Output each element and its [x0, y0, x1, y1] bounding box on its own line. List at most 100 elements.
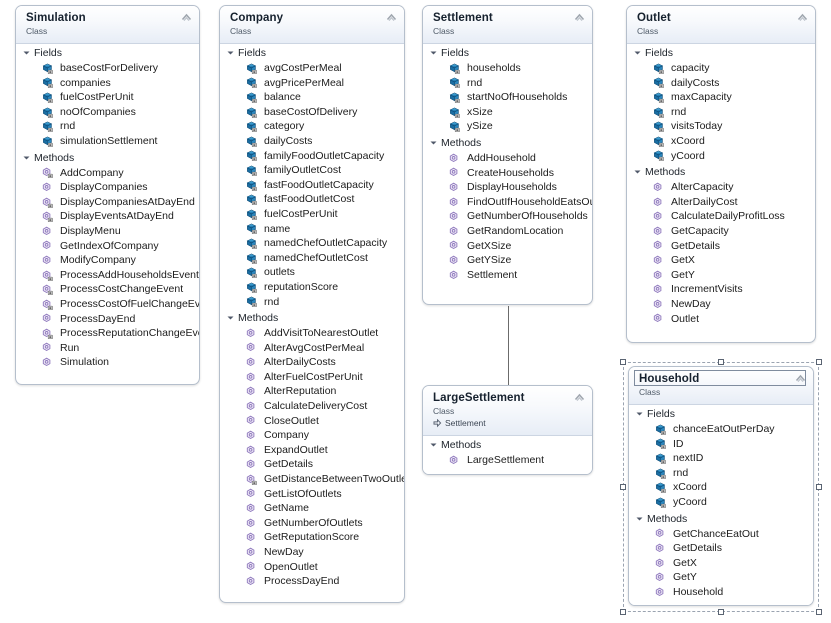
class-box-household[interactable]: Household Class Fields chanceEatOutPerDa… [628, 366, 814, 606]
field-row[interactable]: balance [220, 90, 404, 105]
field-row[interactable]: rnd [16, 119, 199, 134]
field-row[interactable]: avgCostPerMeal [220, 61, 404, 76]
fields-compartment-header[interactable]: Fields [220, 44, 404, 61]
resize-handle-se[interactable] [816, 609, 822, 615]
field-row[interactable]: baseCostForDelivery [16, 61, 199, 76]
method-row[interactable]: CreateHouseholds [423, 166, 592, 181]
field-row[interactable]: fastFoodOutletCapacity [220, 178, 404, 193]
method-row[interactable]: AlterAvgCostPerMeal [220, 341, 404, 356]
method-row[interactable]: GetXSize [423, 239, 592, 254]
method-row[interactable]: GetDetails [629, 541, 813, 556]
method-row[interactable]: OpenOutlet [220, 560, 404, 575]
field-row[interactable]: simulationSettlement [16, 134, 199, 149]
field-row[interactable]: xSize [423, 105, 592, 120]
field-row[interactable]: households [423, 61, 592, 76]
method-row[interactable]: NewDay [627, 297, 815, 312]
method-row[interactable]: DisplayEventsAtDayEnd [16, 209, 199, 224]
field-row[interactable]: xCoord [629, 480, 813, 495]
method-row[interactable]: Outlet [627, 312, 815, 327]
method-row[interactable]: LargeSettlement [423, 453, 592, 468]
resize-handle-ne[interactable] [816, 359, 822, 365]
field-row[interactable]: nextID [629, 451, 813, 466]
methods-compartment-header[interactable]: Methods [16, 149, 199, 166]
field-row[interactable]: capacity [627, 61, 815, 76]
field-row[interactable]: familyFoodOutletCapacity [220, 149, 404, 164]
method-row[interactable]: ProcessCostOfFuelChangeEvent [16, 297, 199, 312]
resize-handle-s[interactable] [718, 609, 724, 615]
method-row[interactable]: Settlement [423, 268, 592, 283]
class-box-largesettlement[interactable]: LargeSettlement Class Settlement Methods… [422, 385, 593, 475]
method-row[interactable]: GetNumberOfHouseholds [423, 209, 592, 224]
field-row[interactable]: fuelCostPerUnit [220, 207, 404, 222]
method-row[interactable]: GetIndexOfCompany [16, 239, 199, 254]
expander-triangle-icon[interactable] [430, 443, 437, 447]
method-row[interactable]: AlterDailyCosts [220, 355, 404, 370]
method-row[interactable]: CloseOutlet [220, 414, 404, 429]
field-row[interactable]: outlets [220, 265, 404, 280]
method-row[interactable]: AddCompany [16, 166, 199, 181]
method-row[interactable]: ExpandOutlet [220, 443, 404, 458]
field-row[interactable]: noOfCompanies [16, 105, 199, 120]
method-row[interactable]: ModifyCompany [16, 253, 199, 268]
resize-handle-nw[interactable] [620, 359, 626, 365]
resize-handle-n[interactable] [718, 359, 724, 365]
method-row[interactable]: DisplayCompaniesAtDayEnd [16, 195, 199, 210]
methods-compartment-header[interactable]: Methods [423, 436, 592, 453]
field-row[interactable]: dailyCosts [627, 76, 815, 91]
expander-triangle-icon[interactable] [23, 156, 30, 160]
method-row[interactable]: Household [629, 585, 813, 600]
base-class-row[interactable]: Settlement [433, 418, 584, 429]
methods-compartment-header[interactable]: Methods [423, 134, 592, 151]
method-row[interactable]: GetX [627, 253, 815, 268]
field-row[interactable]: rnd [629, 466, 813, 481]
method-row[interactable]: DisplayHouseholds [423, 180, 592, 195]
method-row[interactable]: CalculateDailyProfitLoss [627, 209, 815, 224]
method-row[interactable]: ProcessDayEnd [220, 574, 404, 589]
resize-handle-sw[interactable] [620, 609, 626, 615]
fields-compartment-header[interactable]: Fields [423, 44, 592, 61]
method-row[interactable]: ProcessCostChangeEvent [16, 282, 199, 297]
method-row[interactable]: GetNumberOfOutlets [220, 516, 404, 531]
fields-compartment-header[interactable]: Fields [16, 44, 199, 61]
method-row[interactable]: GetCapacity [627, 224, 815, 239]
class-header-company[interactable]: Company Class [220, 6, 404, 44]
class-header-largesettlement[interactable]: LargeSettlement Class Settlement [423, 386, 592, 436]
method-row[interactable]: GetChanceEatOut [629, 527, 813, 542]
field-row[interactable]: visitsToday [627, 119, 815, 134]
method-row[interactable]: Company [220, 428, 404, 443]
method-row[interactable]: Simulation [16, 355, 199, 370]
collapse-chevron-icon[interactable] [386, 13, 397, 22]
collapse-chevron-icon[interactable] [181, 13, 192, 22]
field-row[interactable]: xCoord [627, 134, 815, 149]
expander-triangle-icon[interactable] [636, 517, 643, 521]
class-header-household[interactable]: Household Class [629, 367, 813, 405]
field-row[interactable]: name [220, 222, 404, 237]
method-row[interactable]: ProcessDayEnd [16, 312, 199, 327]
expander-triangle-icon[interactable] [634, 51, 641, 55]
collapse-chevron-icon[interactable] [574, 393, 585, 402]
method-row[interactable]: Run [16, 341, 199, 356]
method-row[interactable]: GetY [629, 570, 813, 585]
methods-compartment-header[interactable]: Methods [627, 163, 815, 180]
resize-handle-e[interactable] [816, 484, 822, 490]
method-row[interactable]: GetRandomLocation [423, 224, 592, 239]
method-row[interactable]: AlterDailyCost [627, 195, 815, 210]
expander-triangle-icon[interactable] [634, 170, 641, 174]
method-row[interactable]: DisplayCompanies [16, 180, 199, 195]
method-row[interactable]: CalculateDeliveryCost [220, 399, 404, 414]
method-row[interactable]: ProcessReputationChangeEvent [16, 326, 199, 341]
method-row[interactable]: GetDetails [627, 239, 815, 254]
method-row[interactable]: GetListOfOutlets [220, 487, 404, 502]
collapse-chevron-icon[interactable] [797, 13, 808, 22]
field-row[interactable]: rnd [627, 105, 815, 120]
expander-triangle-icon[interactable] [23, 51, 30, 55]
method-row[interactable]: IncrementVisits [627, 282, 815, 297]
field-row[interactable]: namedChefOutletCapacity [220, 236, 404, 251]
fields-compartment-header[interactable]: Fields [627, 44, 815, 61]
method-row[interactable]: ProcessAddHouseholdsEvent [16, 268, 199, 283]
field-row[interactable]: chanceEatOutPerDay [629, 422, 813, 437]
